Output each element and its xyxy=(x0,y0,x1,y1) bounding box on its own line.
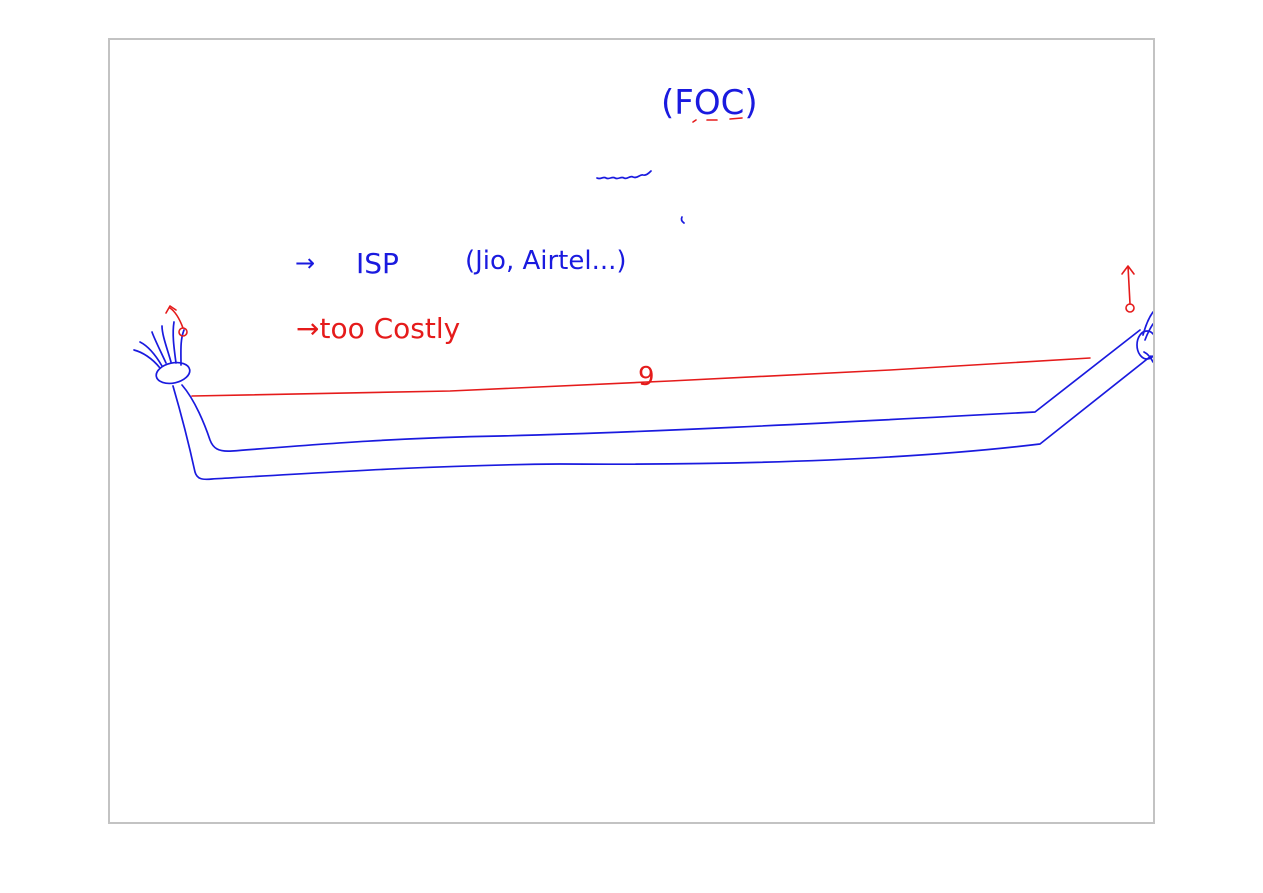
foc-title: (FOC) xyxy=(661,83,758,123)
left-cable-bundle-icon xyxy=(133,321,191,385)
whiteboard-canvas: (FOC) → ISP (Jio, Airtel...) →too Costly… xyxy=(108,38,1155,824)
isp-label: ISP xyxy=(356,247,399,280)
right-up-arrow-icon xyxy=(1121,265,1135,313)
paren-tick xyxy=(680,216,685,224)
squiggle-mark xyxy=(596,170,652,180)
cable-inner-edge xyxy=(181,329,1141,452)
too-costly-note: →too Costly xyxy=(296,312,460,345)
left-up-arrow-icon xyxy=(165,305,188,337)
span-line xyxy=(191,357,1091,397)
right-cable-bundle-icon xyxy=(1136,311,1153,363)
cable-outer-edge xyxy=(172,355,1152,481)
isp-arrow: → xyxy=(295,249,315,277)
span-label: 9 xyxy=(638,362,655,392)
isp-examples: (Jio, Airtel...) xyxy=(465,246,627,276)
foc-underline xyxy=(692,117,743,123)
ink-layer: (FOC) → ISP (Jio, Airtel...) →too Costly… xyxy=(133,83,1153,481)
